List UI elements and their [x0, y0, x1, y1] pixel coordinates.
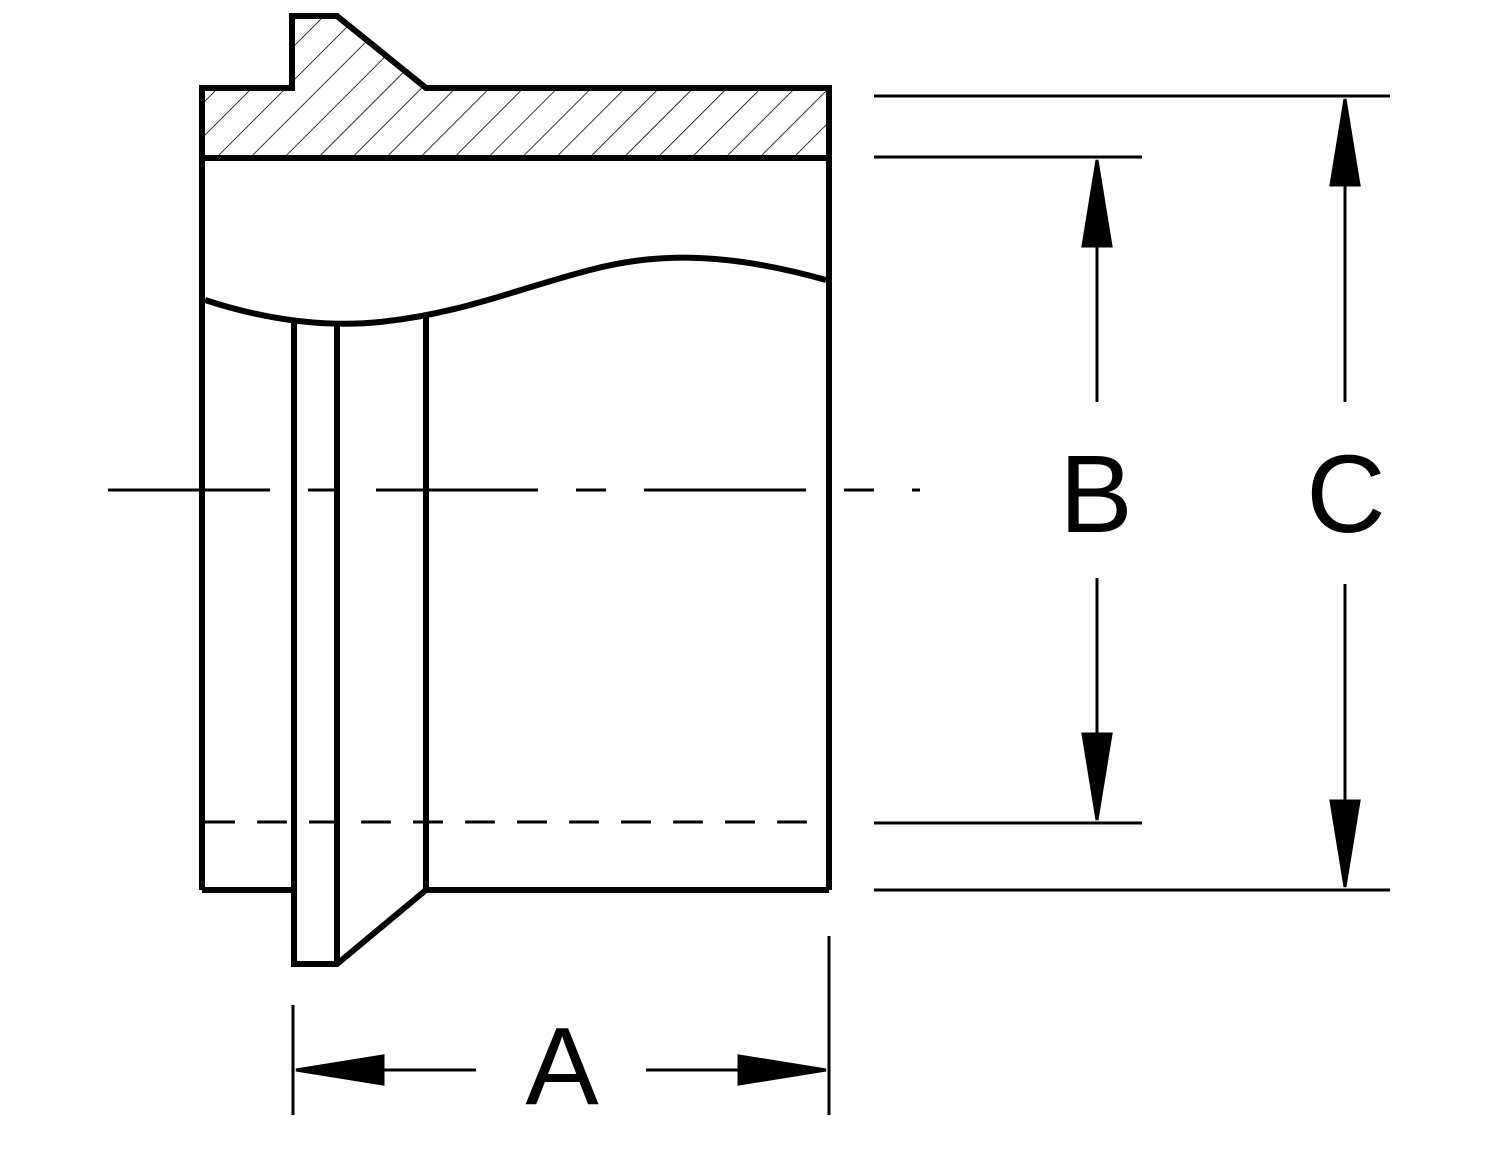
arrow-left-icon [295, 1054, 385, 1086]
arrow-up-icon [1081, 159, 1113, 248]
arrow-right-icon [737, 1054, 827, 1086]
arrow-up-icon [1329, 98, 1361, 187]
dimension-a [295, 1054, 827, 1086]
dimension-label-a: A [525, 1005, 599, 1128]
hatched-section [199, 13, 832, 161]
arrow-down-icon [1329, 799, 1361, 888]
arrow-down-icon [1081, 732, 1113, 821]
ferrule-body-outline [199, 88, 832, 967]
extension-lines [291, 94, 1390, 1115]
dimension-c [1329, 98, 1361, 888]
dimension-b [1081, 159, 1113, 821]
dimension-label-b: B [1059, 433, 1133, 556]
dimension-label-c: C [1306, 433, 1386, 556]
break-line [204, 254, 827, 327]
